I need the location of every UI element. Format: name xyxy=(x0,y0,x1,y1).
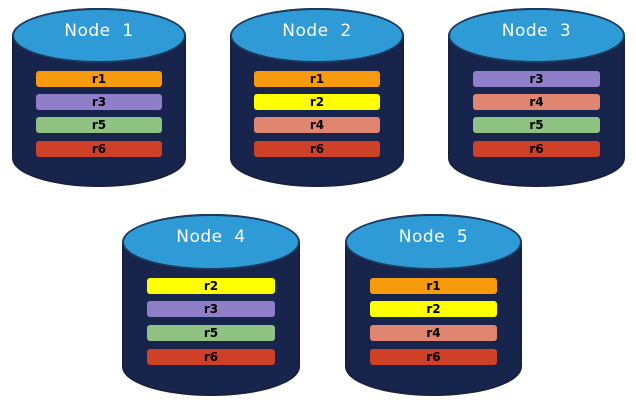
node-title-5: Node 5 xyxy=(398,226,469,247)
replica-stack-1: r1 r3 r5 r6 xyxy=(36,70,162,157)
replica-stack-3: r3 r4 r5 r6 xyxy=(472,70,601,157)
replica-bar[interactable]: r6 xyxy=(254,140,380,157)
node-cylinder-4[interactable]: Node 4 r2 r3 r5 r6 xyxy=(122,214,300,396)
replica-bar[interactable]: r5 xyxy=(36,117,162,134)
replica-bar[interactable]: r2 xyxy=(369,301,498,318)
replica-bar[interactable]: r2 xyxy=(146,277,276,294)
cylinder-top-icon xyxy=(448,8,625,64)
replica-bar[interactable]: r6 xyxy=(472,140,601,157)
replica-bar[interactable]: r5 xyxy=(472,117,601,134)
replica-bar[interactable]: r1 xyxy=(36,70,162,87)
node-title-1: Node 1 xyxy=(64,20,134,41)
cylinder-top-icon xyxy=(122,214,300,271)
replica-bar[interactable]: r2 xyxy=(254,93,380,110)
replica-bar[interactable]: r5 xyxy=(146,325,276,342)
node-title-3: Node 3 xyxy=(501,20,572,41)
replica-bar[interactable]: r3 xyxy=(146,301,276,318)
node-cylinder-3[interactable]: Node 3 r3 r4 r5 r6 xyxy=(448,8,625,187)
cylinder-top-icon xyxy=(230,8,404,64)
node-cylinder-1[interactable]: Node 1 r1 r3 r5 r6 xyxy=(12,8,186,187)
node-title-4: Node 4 xyxy=(176,226,246,247)
cylinder-top-icon xyxy=(12,8,186,64)
node-cylinder-2[interactable]: Node 2 r1 r2 r4 r6 xyxy=(230,8,404,187)
replica-stack-2: r1 r2 r4 r6 xyxy=(254,70,380,157)
replica-bar[interactable]: r4 xyxy=(472,93,601,110)
replica-stack-4: r2 r3 r5 r6 xyxy=(146,277,276,366)
replica-bar[interactable]: r6 xyxy=(36,140,162,157)
replica-stack-5: r1 r2 r4 r6 xyxy=(369,277,498,366)
replica-bar[interactable]: r3 xyxy=(472,70,601,87)
replica-bar[interactable]: r1 xyxy=(369,277,498,294)
replica-bar[interactable]: r3 xyxy=(36,93,162,110)
replica-bar[interactable]: r4 xyxy=(369,325,498,342)
replica-bar[interactable]: r6 xyxy=(146,349,276,366)
node-cylinder-5[interactable]: Node 5 r1 r2 r4 r6 xyxy=(345,214,522,396)
replica-bar[interactable]: r1 xyxy=(254,70,380,87)
node-title-2: Node 2 xyxy=(282,20,352,41)
cylinder-top-icon xyxy=(345,214,522,271)
replica-bar[interactable]: r6 xyxy=(369,349,498,366)
replica-bar[interactable]: r4 xyxy=(254,117,380,134)
